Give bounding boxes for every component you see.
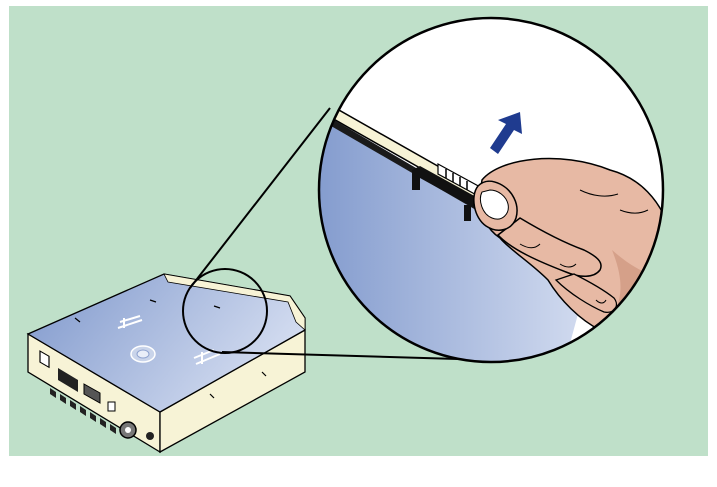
device	[26, 273, 306, 454]
callout-line-top	[189, 107, 331, 289]
cover-latch-left	[117, 315, 143, 329]
rear-ports	[39, 350, 154, 440]
hand-icon	[473, 157, 663, 331]
port-mid	[107, 401, 116, 412]
hand-index-finger	[496, 217, 602, 277]
serial-port-2	[83, 383, 101, 404]
port-small	[39, 350, 50, 369]
serial-port	[58, 368, 78, 392]
cover-button-inner	[136, 349, 150, 359]
arrow-up-right-icon	[490, 112, 522, 154]
zoom-cover-surface	[319, 100, 590, 362]
power-jack	[146, 432, 154, 440]
vent-slots	[50, 388, 116, 434]
hand-creases	[519, 189, 649, 304]
zoom-latch	[412, 162, 483, 221]
thumb-nail	[479, 189, 509, 220]
cover-tabs	[74, 299, 267, 399]
zoom-detail	[317, 16, 665, 364]
callout-line-bottom	[221, 351, 493, 361]
coax-port-center	[125, 427, 131, 433]
zoom-circle-outline	[317, 16, 665, 364]
device-top-rim	[163, 273, 306, 331]
